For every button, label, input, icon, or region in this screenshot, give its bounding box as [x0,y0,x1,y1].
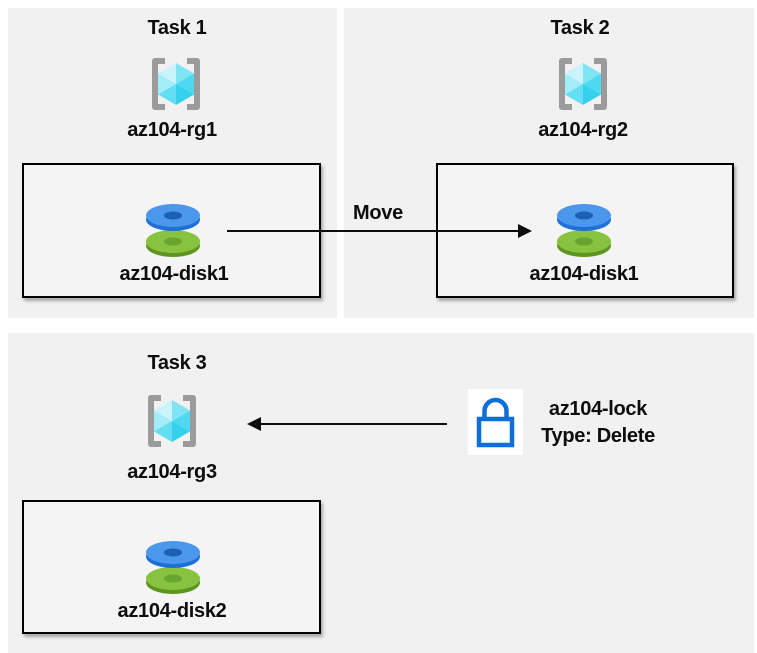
arrow-left-icon [247,417,261,431]
resource-group-icon [140,392,204,455]
move-arrow-line [227,230,519,232]
resource-group-label: az104-rg2 [538,119,628,141]
task2-title: Task 2 [550,17,610,39]
managed-disk-icon [145,200,201,263]
lock-caption: az104-lock Type: Delete [528,396,668,450]
lock-icon [468,389,523,455]
arrow-right-icon [518,224,532,238]
resource-group-label: az104-rg1 [127,119,217,141]
lock-name-label: az104-lock [548,398,648,420]
task3-title: Task 3 [147,352,207,374]
move-arrow-label: Move [353,202,403,224]
task1-title: Task 1 [147,17,207,39]
resource-group-label: az104-rg3 [127,461,217,483]
disk-label: az104-disk1 [119,263,229,285]
resource-group-icon [144,55,208,118]
managed-disk-icon [145,537,201,600]
disk-label: az104-disk1 [529,263,639,285]
lock-type-label: Type: Delete [541,425,655,447]
disk-label: az104-disk2 [117,600,227,622]
disk-container-box [22,500,321,634]
resource-group-icon [551,55,615,118]
managed-disk-icon [556,200,612,263]
lock-arrow-line [260,423,447,425]
